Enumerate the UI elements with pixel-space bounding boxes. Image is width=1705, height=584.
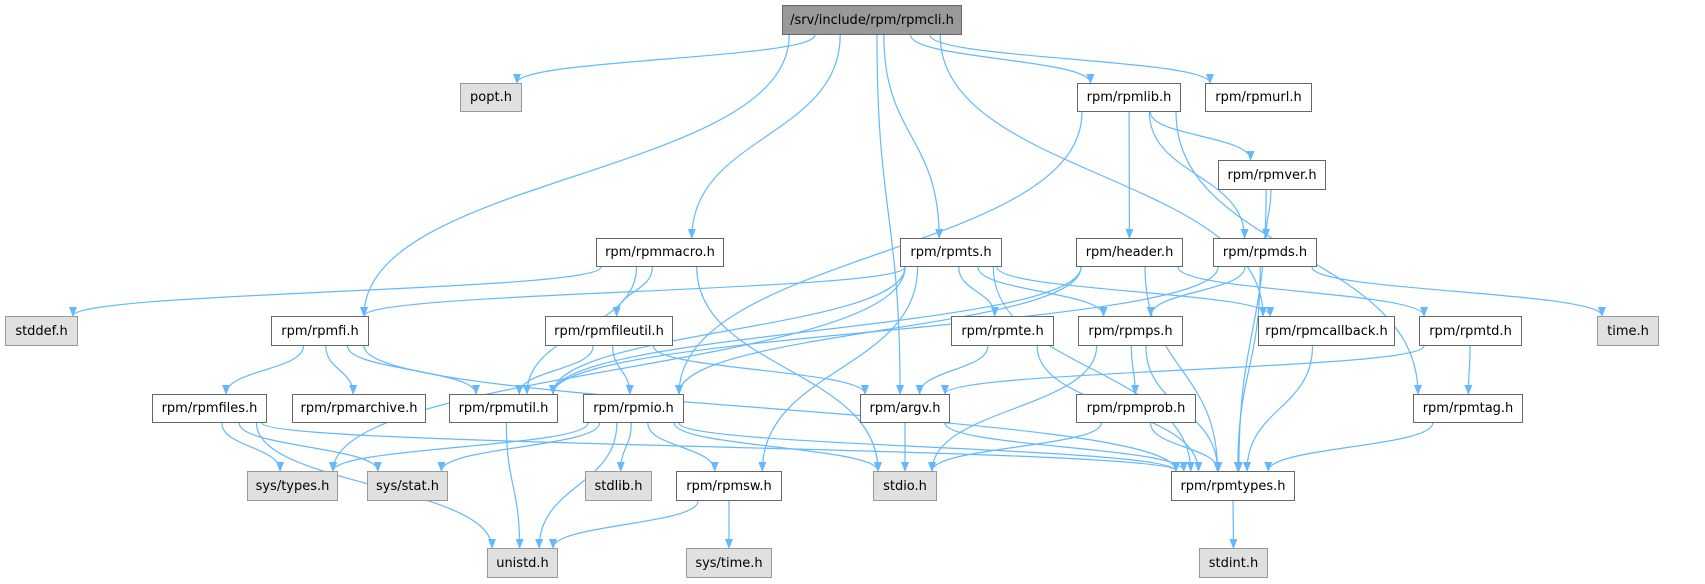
edge-rpmio-to-rpmsw: [647, 422, 719, 472]
edge-rpmte-to-argv: [915, 345, 989, 395]
node-rpmcli[interactable]: /srv/include/rpm/rpmcli.h: [782, 5, 962, 35]
node-rpmfileutil[interactable]: rpm/rpmfileutil.h: [545, 316, 673, 346]
edge-rpmfiles-to-rpmtypes: [261, 422, 1180, 472]
node-time: time.h: [1597, 316, 1659, 346]
node-stdio: stdio.h: [873, 471, 937, 501]
edge-rpmfileutil-to-rpmio: [612, 345, 634, 395]
edge-rpmfiles-to-systypes: [221, 422, 285, 472]
edge-rpmcli-to-argv: [876, 34, 905, 395]
node-rpmurl[interactable]: rpm/rpmurl.h: [1205, 83, 1312, 112]
node-rpmtd[interactable]: rpm/rpmtd.h: [1419, 316, 1522, 346]
edge-rpmfi-to-rpmarchive: [325, 345, 358, 395]
edge-rpmts-to-rpmsw: [758, 266, 919, 472]
edge-rpmts-to-rpmte: [958, 266, 999, 317]
edge-rpmtag-to-rpmtypes: [1264, 422, 1434, 472]
node-rpmfi[interactable]: rpm/rpmfi.h: [271, 316, 369, 346]
edge-rpmcli-to-rpmurl: [929, 34, 1214, 84]
edge-rpmfiles-to-sysstat: [238, 422, 382, 472]
node-rpmcallback[interactable]: rpm/rpmcallback.h: [1258, 316, 1395, 346]
node-rpmds[interactable]: rpm/rpmds.h: [1213, 238, 1317, 267]
edge-rpmts-to-rpmutil: [549, 266, 906, 395]
edge-rpmio-to-stdio: [673, 422, 882, 472]
node-stdint: stdint.h: [1199, 548, 1268, 578]
edge-rpmtd-to-rpmtag: [1464, 345, 1473, 395]
node-systime: sys/time.h: [686, 548, 772, 578]
edge-rpmcli-to-rpmts: [883, 34, 944, 239]
edge-rpmprob-to-stdio: [928, 422, 1102, 472]
node-rpmtypes[interactable]: rpm/rpmtypes.h: [1171, 471, 1295, 501]
edge-rpmds-to-rpmps: [1146, 266, 1246, 317]
node-rpmmacro[interactable]: rpm/rpmmacro.h: [596, 238, 724, 267]
edge-rpmts-to-rpmcallback: [996, 266, 1275, 317]
node-rpmps[interactable]: rpm/rpmps.h: [1078, 316, 1183, 346]
node-rpmutil[interactable]: rpm/rpmutil.h: [449, 394, 558, 423]
edge-rpmps-to-rpmprob: [1130, 345, 1140, 395]
edge-rpmcallback-to-rpmtypes: [1243, 345, 1314, 472]
edge-rpmfi-to-rpmfiles: [222, 345, 305, 395]
node-sysstat: sys/stat.h: [367, 471, 448, 501]
edge-rpmprob-to-rpmtypes: [1149, 422, 1223, 472]
edge-rpmts-to-rpmps: [977, 266, 1108, 317]
node-rpmlib[interactable]: rpm/rpmlib.h: [1077, 83, 1181, 112]
edge-rpmds-to-rpmutil: [549, 266, 1219, 395]
node-systypes: sys/types.h: [247, 471, 338, 501]
edge-rpmmacro-to-stddef: [69, 266, 602, 317]
edge-rpmfileutil-to-argv: [652, 345, 869, 395]
edge-rpmcli-to-rpmlib: [909, 34, 1095, 84]
node-rpmtag[interactable]: rpm/rpmtag.h: [1413, 394, 1523, 423]
node-rpmarchive[interactable]: rpm/rpmarchive.h: [292, 394, 426, 423]
edge-rpmcli-to-popt: [513, 34, 816, 84]
edge-rpmts-to-systypes: [329, 266, 906, 472]
edge-rpmtd-to-argv: [941, 345, 1425, 395]
node-unistd: unistd.h: [487, 548, 558, 578]
edge-rpmmacro-to-stdio: [696, 266, 882, 472]
edge-rpmio-to-stdlib: [616, 422, 632, 472]
edge-rpmio-to-rpmtypes: [678, 422, 1180, 472]
edge-header-to-rpmutil: [549, 266, 1082, 395]
edge-rpmsw-to-unistd: [549, 500, 699, 549]
node-header[interactable]: rpm/header.h: [1076, 238, 1183, 267]
edge-rpmver-to-rpmds: [1262, 189, 1272, 239]
node-rpmte[interactable]: rpm/rpmte.h: [951, 316, 1054, 346]
node-popt: popt.h: [460, 83, 522, 112]
edge-argv-to-rpmtypes: [944, 422, 1188, 472]
node-rpmts[interactable]: rpm/rpmts.h: [900, 238, 1002, 267]
edge-rpmfi-to-rpmtypes: [363, 345, 1180, 472]
edge-rpmcli-to-rpmfi: [360, 34, 790, 317]
edge-header-to-rpmtypes: [1144, 266, 1222, 472]
edge-rpmutil-to-unistd: [505, 422, 524, 549]
node-stdlib: stdlib.h: [585, 471, 652, 501]
edge-rpmds-to-rpmtypes: [1233, 266, 1261, 472]
edge-rpmps-to-stdio: [928, 345, 1098, 472]
edge-rpmts-to-rpmfi: [360, 266, 906, 317]
node-rpmver[interactable]: rpm/rpmver.h: [1218, 160, 1326, 190]
node-rpmsw[interactable]: rpm/rpmsw.h: [676, 471, 782, 501]
edge-rpmlib-to-rpmver: [1149, 111, 1255, 161]
node-rpmio[interactable]: rpm/rpmio.h: [583, 394, 684, 423]
edge-header-to-rpmtd: [1177, 266, 1428, 317]
edge-rpmio-to-systypes: [329, 422, 589, 472]
edge-rpmcli-to-rpmmacro: [687, 34, 841, 239]
node-rpmprob[interactable]: rpm/rpmprob.h: [1076, 394, 1196, 423]
edge-rpmio-to-unistd: [535, 422, 618, 549]
node-rpmfiles[interactable]: rpm/rpmfiles.h: [152, 394, 267, 423]
edge-rpmlib-to-rpmio: [675, 111, 1083, 395]
node-stddef: stddef.h: [5, 316, 78, 346]
edge-rpmio-to-sysstat: [437, 422, 601, 472]
edge-rpmds-to-time: [1311, 266, 1606, 317]
node-argv[interactable]: rpm/argv.h: [860, 394, 950, 423]
edge-rpmfileutil-to-rpmutil: [515, 345, 594, 395]
